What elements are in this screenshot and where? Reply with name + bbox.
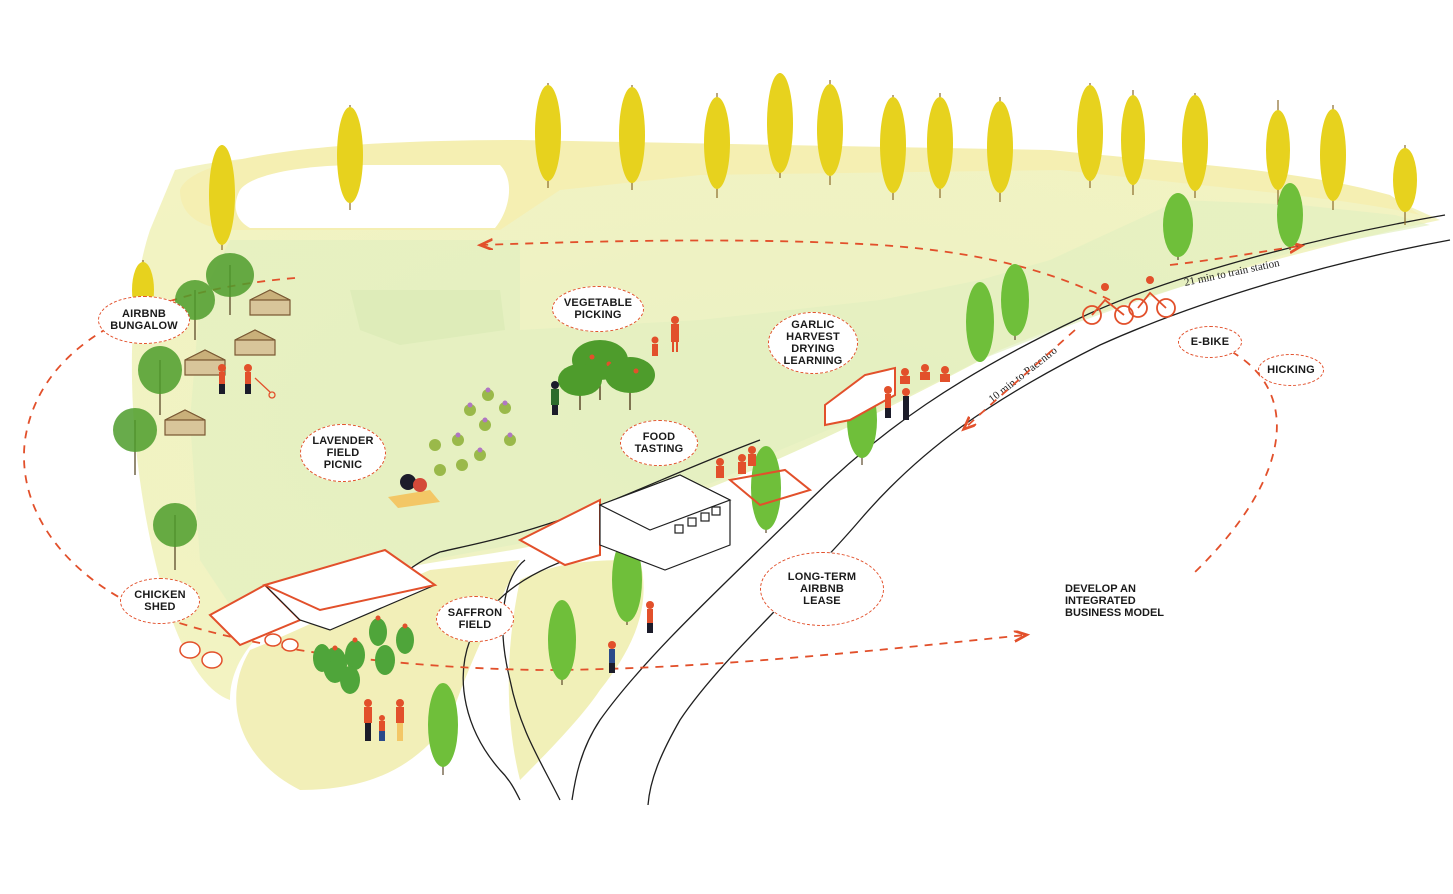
label-saffron-field: SAFFRON FIELD <box>436 596 514 642</box>
person <box>902 388 910 420</box>
green-tree <box>966 282 994 362</box>
person <box>900 368 910 384</box>
person <box>920 364 930 380</box>
label-lavender-field: LAVENDER FIELD PICNIC <box>300 424 386 482</box>
label-ebike: E-BIKE <box>1178 326 1242 358</box>
person <box>716 458 724 478</box>
person <box>748 446 756 466</box>
person <box>646 601 654 633</box>
caption-business-model: DEVELOP AN INTEGRATED BUSINESS MODEL <box>1065 583 1195 619</box>
person <box>396 699 404 741</box>
person <box>738 454 746 474</box>
person <box>244 364 252 394</box>
person <box>652 337 659 357</box>
person <box>218 364 226 394</box>
person <box>940 366 950 382</box>
label-chicken-shed: CHICKEN SHED <box>120 578 200 624</box>
person <box>364 699 372 741</box>
label-vegetable-picking: VEGETABLE PICKING <box>552 286 644 332</box>
label-garlic-harvest: GARLIC HARVEST DRYING LEARNING <box>768 312 858 374</box>
person <box>379 715 385 741</box>
label-hicking: HICKING <box>1258 354 1324 386</box>
label-airbnb-bungalow: AIRBNB BUNGALOW <box>98 296 190 344</box>
label-food-tasting: FOOD TASTING <box>620 420 698 466</box>
label-long-term-lease: LONG-TERM AIRBNB LEASE <box>760 552 884 626</box>
person <box>884 386 892 418</box>
person <box>551 381 559 415</box>
green-tree <box>428 683 458 775</box>
person <box>608 641 616 673</box>
